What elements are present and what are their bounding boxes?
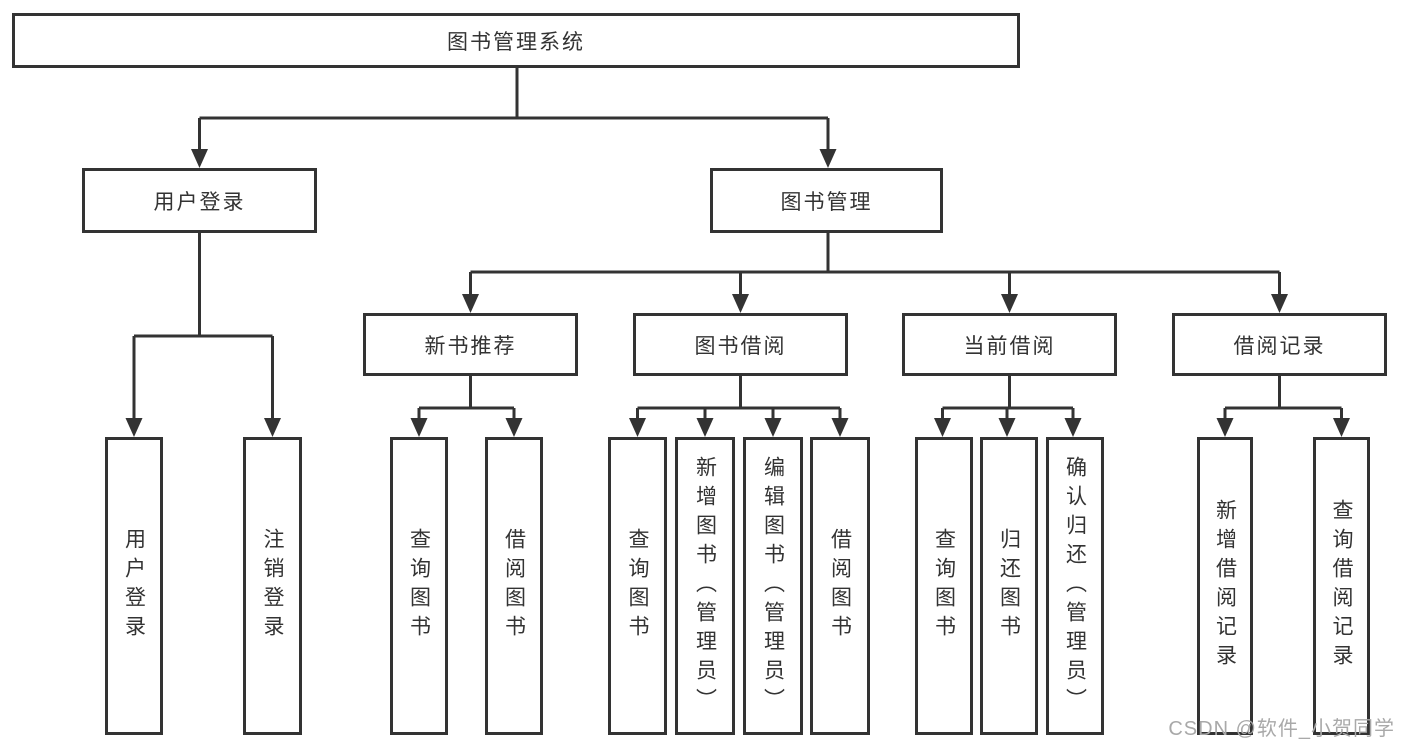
node-book-management: 图书管理	[710, 168, 943, 233]
node-confirm-return-admin: 确认归还（管理员）	[1046, 437, 1104, 735]
node-label: 新增借阅记录	[1213, 499, 1237, 673]
node-label: 注销登录	[261, 528, 284, 644]
node-label: 借阅图书	[502, 528, 526, 644]
node-label: 查询图书	[626, 528, 649, 644]
arrowhead	[264, 418, 281, 437]
node-logout-leaf: 注销登录	[243, 437, 302, 735]
arrowhead	[191, 149, 208, 168]
node-label: 图书借阅	[694, 334, 787, 358]
node-label: 查询图书	[932, 528, 956, 644]
node-current-borrowing: 当前借阅	[902, 313, 1117, 376]
arrowhead	[629, 418, 646, 437]
arrowhead	[696, 418, 714, 437]
arrowhead	[1216, 418, 1234, 437]
node-label: 新增图书（管理员）	[693, 455, 717, 717]
arrowhead	[125, 418, 143, 437]
node-new-book-recommend: 新书推荐	[363, 313, 578, 376]
arrowhead	[764, 418, 782, 437]
arrowhead	[462, 294, 479, 313]
arrowhead	[505, 418, 523, 437]
arrowhead	[1271, 294, 1288, 313]
arrowhead	[732, 294, 749, 313]
arrowhead	[934, 418, 951, 437]
node-label: 查询借阅记录	[1330, 499, 1353, 673]
node-label: 当前借阅	[963, 334, 1056, 358]
node-query-books-recommend: 查询图书	[390, 437, 448, 735]
arrowhead	[1064, 418, 1082, 437]
node-add-borrow-record: 新增借阅记录	[1197, 437, 1253, 735]
node-label: 借阅记录	[1233, 334, 1326, 358]
arrowhead	[998, 418, 1016, 437]
node-book-borrowing: 图书借阅	[633, 313, 848, 376]
csdn-watermark: CSDN @软件_小贺同学	[1168, 718, 1395, 740]
node-query-books-current: 查询图书	[915, 437, 973, 735]
node-borrow-books-recommend: 借阅图书	[485, 437, 543, 735]
arrowhead	[1333, 418, 1350, 437]
node-label: 查询图书	[407, 528, 431, 644]
arrowhead	[410, 418, 428, 437]
node-label: 编辑图书（管理员）	[761, 455, 785, 717]
node-add-books-admin: 新增图书（管理员）	[675, 437, 735, 735]
node-label: 归还图书	[997, 528, 1021, 644]
node-label: 图书管理	[780, 190, 873, 214]
node-return-books: 归还图书	[980, 437, 1038, 735]
node-user-login-leaf: 用户登录	[105, 437, 163, 735]
node-label: 借阅图书	[828, 528, 852, 644]
node-user-login: 用户登录	[82, 168, 317, 233]
connector-path	[132, 68, 1343, 422]
node-label: 图书管理系统	[447, 30, 585, 54]
node-label: 确认归还（管理员）	[1063, 455, 1087, 717]
node-library-management-system: 图书管理系统	[12, 13, 1020, 68]
node-label: 新书推荐	[424, 334, 517, 358]
arrowhead	[831, 418, 849, 437]
node-borrow-books-borrowing: 借阅图书	[810, 437, 870, 735]
arrowhead	[819, 149, 837, 168]
node-label: 用户登录	[153, 190, 246, 214]
node-query-books-borrowing: 查询图书	[608, 437, 667, 735]
node-query-borrow-record: 查询借阅记录	[1313, 437, 1370, 735]
arrowhead	[1001, 294, 1018, 313]
node-edit-books-admin: 编辑图书（管理员）	[743, 437, 803, 735]
node-label: 用户登录	[122, 528, 146, 644]
node-borrowing-records: 借阅记录	[1172, 313, 1387, 376]
